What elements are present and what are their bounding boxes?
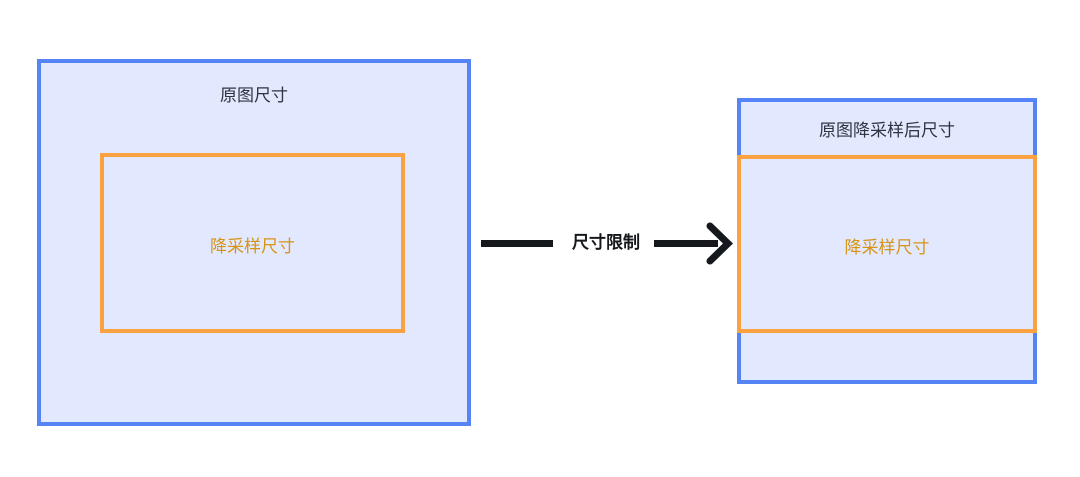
size-limit-arrow bbox=[478, 222, 734, 266]
downsampled-size-inner-box-left[interactable]: 降采样尺寸 bbox=[100, 153, 405, 333]
downsampled-size-inner-box-right[interactable]: 降采样尺寸 bbox=[737, 155, 1037, 333]
downsampled-size-label-right: 降采样尺寸 bbox=[844, 238, 930, 257]
downsampled-original-label: 原图降采样后尺寸 bbox=[819, 121, 955, 140]
size-limit-label: 尺寸限制 bbox=[572, 233, 640, 252]
arrow-shape-icon bbox=[481, 222, 734, 265]
original-size-label: 原图尺寸 bbox=[220, 86, 288, 105]
downsampled-size-label-left: 降采样尺寸 bbox=[210, 237, 295, 256]
